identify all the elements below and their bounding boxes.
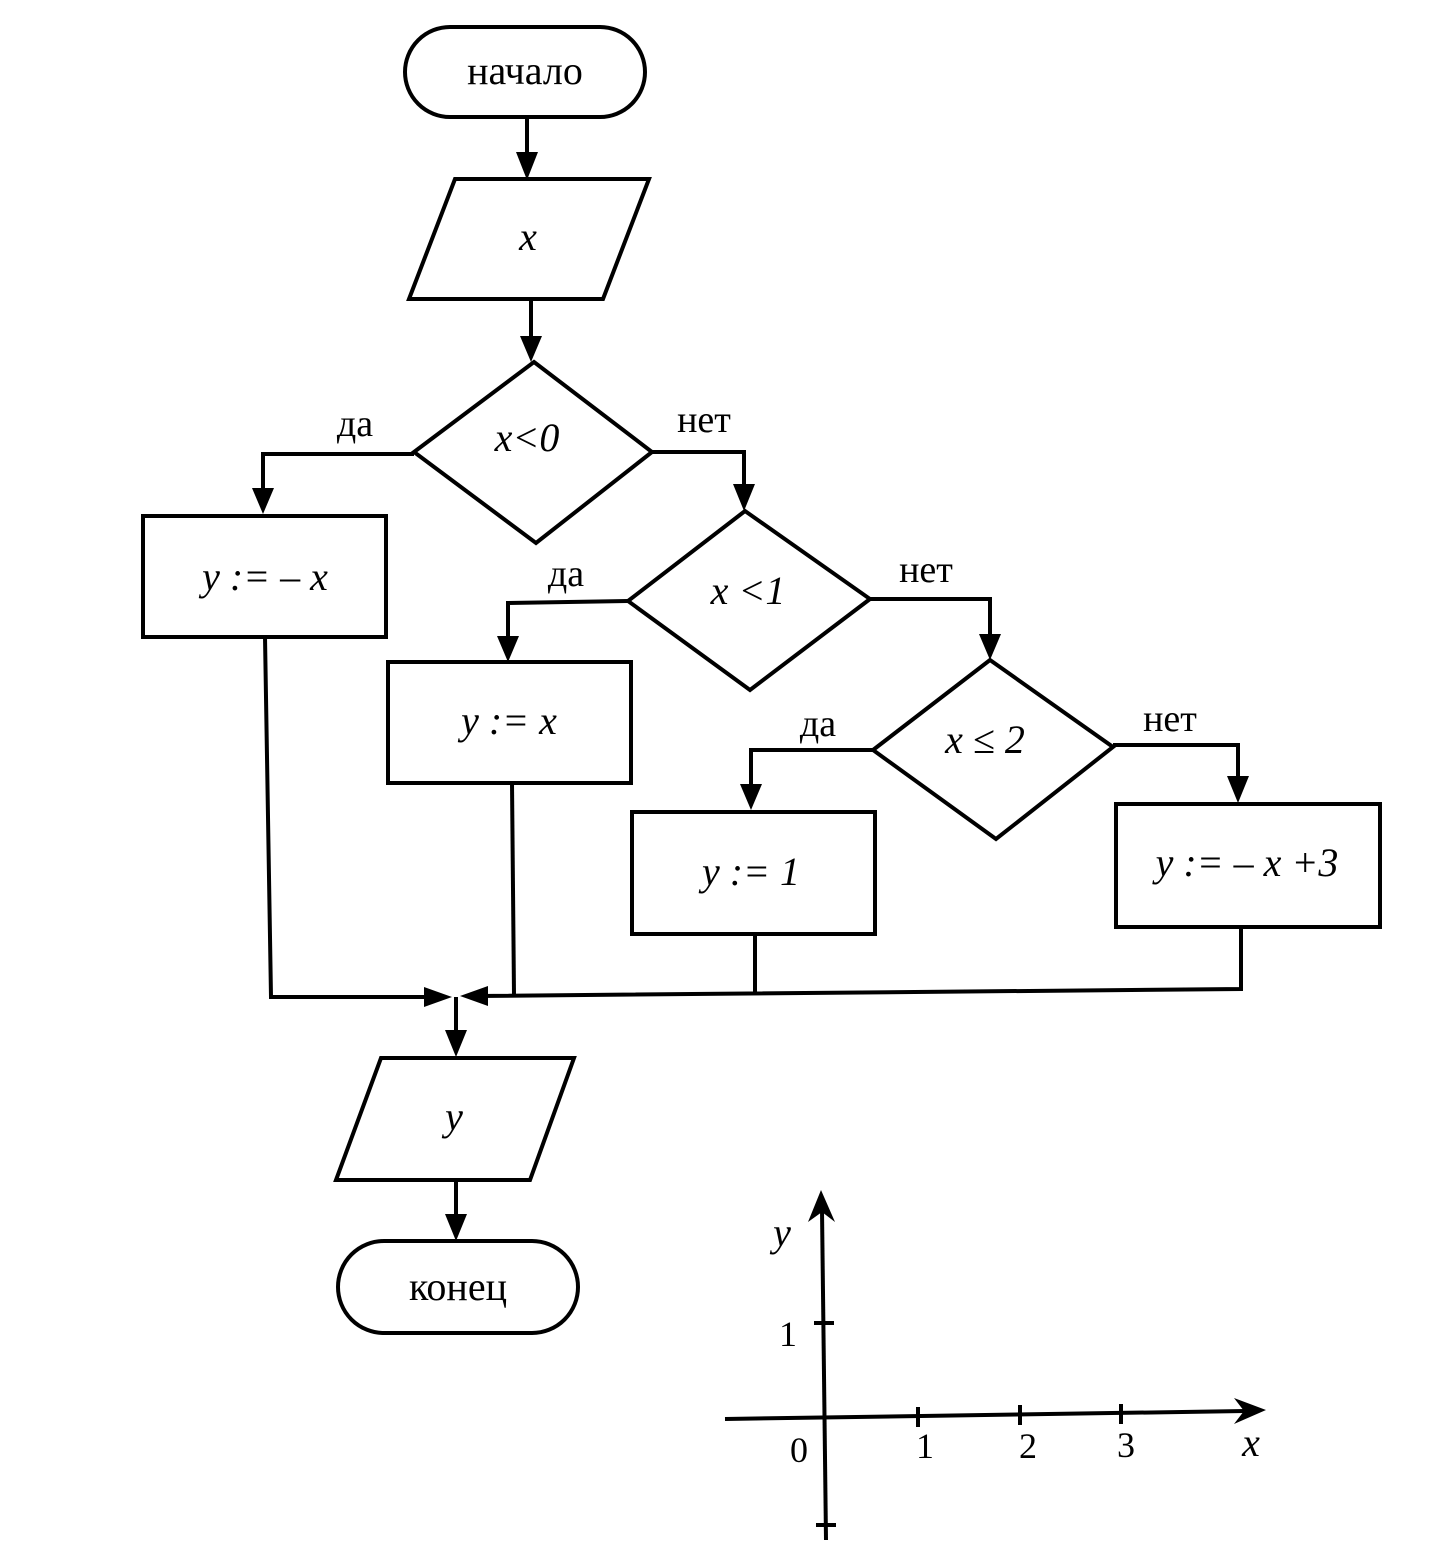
yes-label-2: да	[548, 553, 584, 595]
y-tick-label-1: 1	[779, 1314, 797, 1354]
arrow-head	[520, 336, 542, 362]
coordinate-axes: 1 2 3 1 0 x y	[724, 1190, 1266, 1541]
assign2-label: y := x	[457, 698, 557, 743]
decision3-label: x ≤ 2	[944, 717, 1025, 762]
assign3-label: y := 1	[698, 849, 800, 894]
decision1-label: x<0	[494, 415, 560, 460]
y-axis-arrow	[808, 1190, 835, 1222]
assign-y-x: y := x	[386, 660, 633, 785]
assign1-label: y := – x	[198, 554, 328, 599]
input-label: x	[518, 214, 537, 259]
output-block: y	[333, 1056, 577, 1182]
end-label: конец	[409, 1264, 507, 1309]
decision2-label: x <1	[710, 568, 786, 613]
x-axis-arrow	[1234, 1398, 1266, 1424]
x-tick-label-1: 1	[916, 1426, 934, 1466]
arrow-head	[733, 484, 755, 511]
yes-label-3: да	[800, 703, 836, 745]
arrow-head	[497, 636, 519, 662]
input-block: x	[406, 177, 652, 301]
arrow-head	[1227, 776, 1249, 803]
x-axis	[724, 1409, 1246, 1421]
merge-line-2	[510, 782, 516, 996]
y-axis	[820, 1209, 828, 1541]
yes-label-1: да	[337, 403, 373, 445]
assign4-label: y := – x +3	[1152, 840, 1339, 885]
x-tick-label-2: 2	[1019, 1426, 1037, 1466]
arrow-head	[460, 986, 488, 1006]
arrow-head	[252, 488, 274, 514]
arrow-head	[979, 634, 1001, 660]
origin-label: 0	[790, 1430, 808, 1470]
arrow-head	[740, 784, 762, 810]
start-label: начало	[467, 48, 583, 93]
end-terminal: конец	[336, 1239, 580, 1335]
y-axis-label: y	[769, 1210, 791, 1255]
start-terminal: начало	[403, 25, 647, 119]
merge-line-1	[263, 636, 434, 999]
decision-x-le-2: x ≤ 2	[869, 657, 1117, 842]
output-label: y	[441, 1094, 463, 1139]
assign-y-1: y := 1	[630, 810, 877, 936]
no-label-2: нет	[899, 549, 953, 591]
no-label-1: нет	[677, 399, 731, 441]
x-axis-label: x	[1241, 1420, 1260, 1465]
arrow-head	[445, 1214, 467, 1241]
merge-line-4	[477, 927, 1243, 998]
arrow-head	[445, 1030, 467, 1057]
decision-x-less-0: x<0	[410, 359, 656, 546]
x-tick-label-3: 3	[1117, 1425, 1135, 1465]
no-label-3: нет	[1143, 698, 1197, 740]
arrow-head	[516, 152, 538, 180]
assign-y-neg-x-plus-3: y := – x +3	[1114, 802, 1382, 929]
arrow-head	[424, 987, 452, 1007]
assign-y-neg-x: y := – x	[141, 514, 388, 639]
decision-x-less-1: x <1	[624, 508, 874, 693]
